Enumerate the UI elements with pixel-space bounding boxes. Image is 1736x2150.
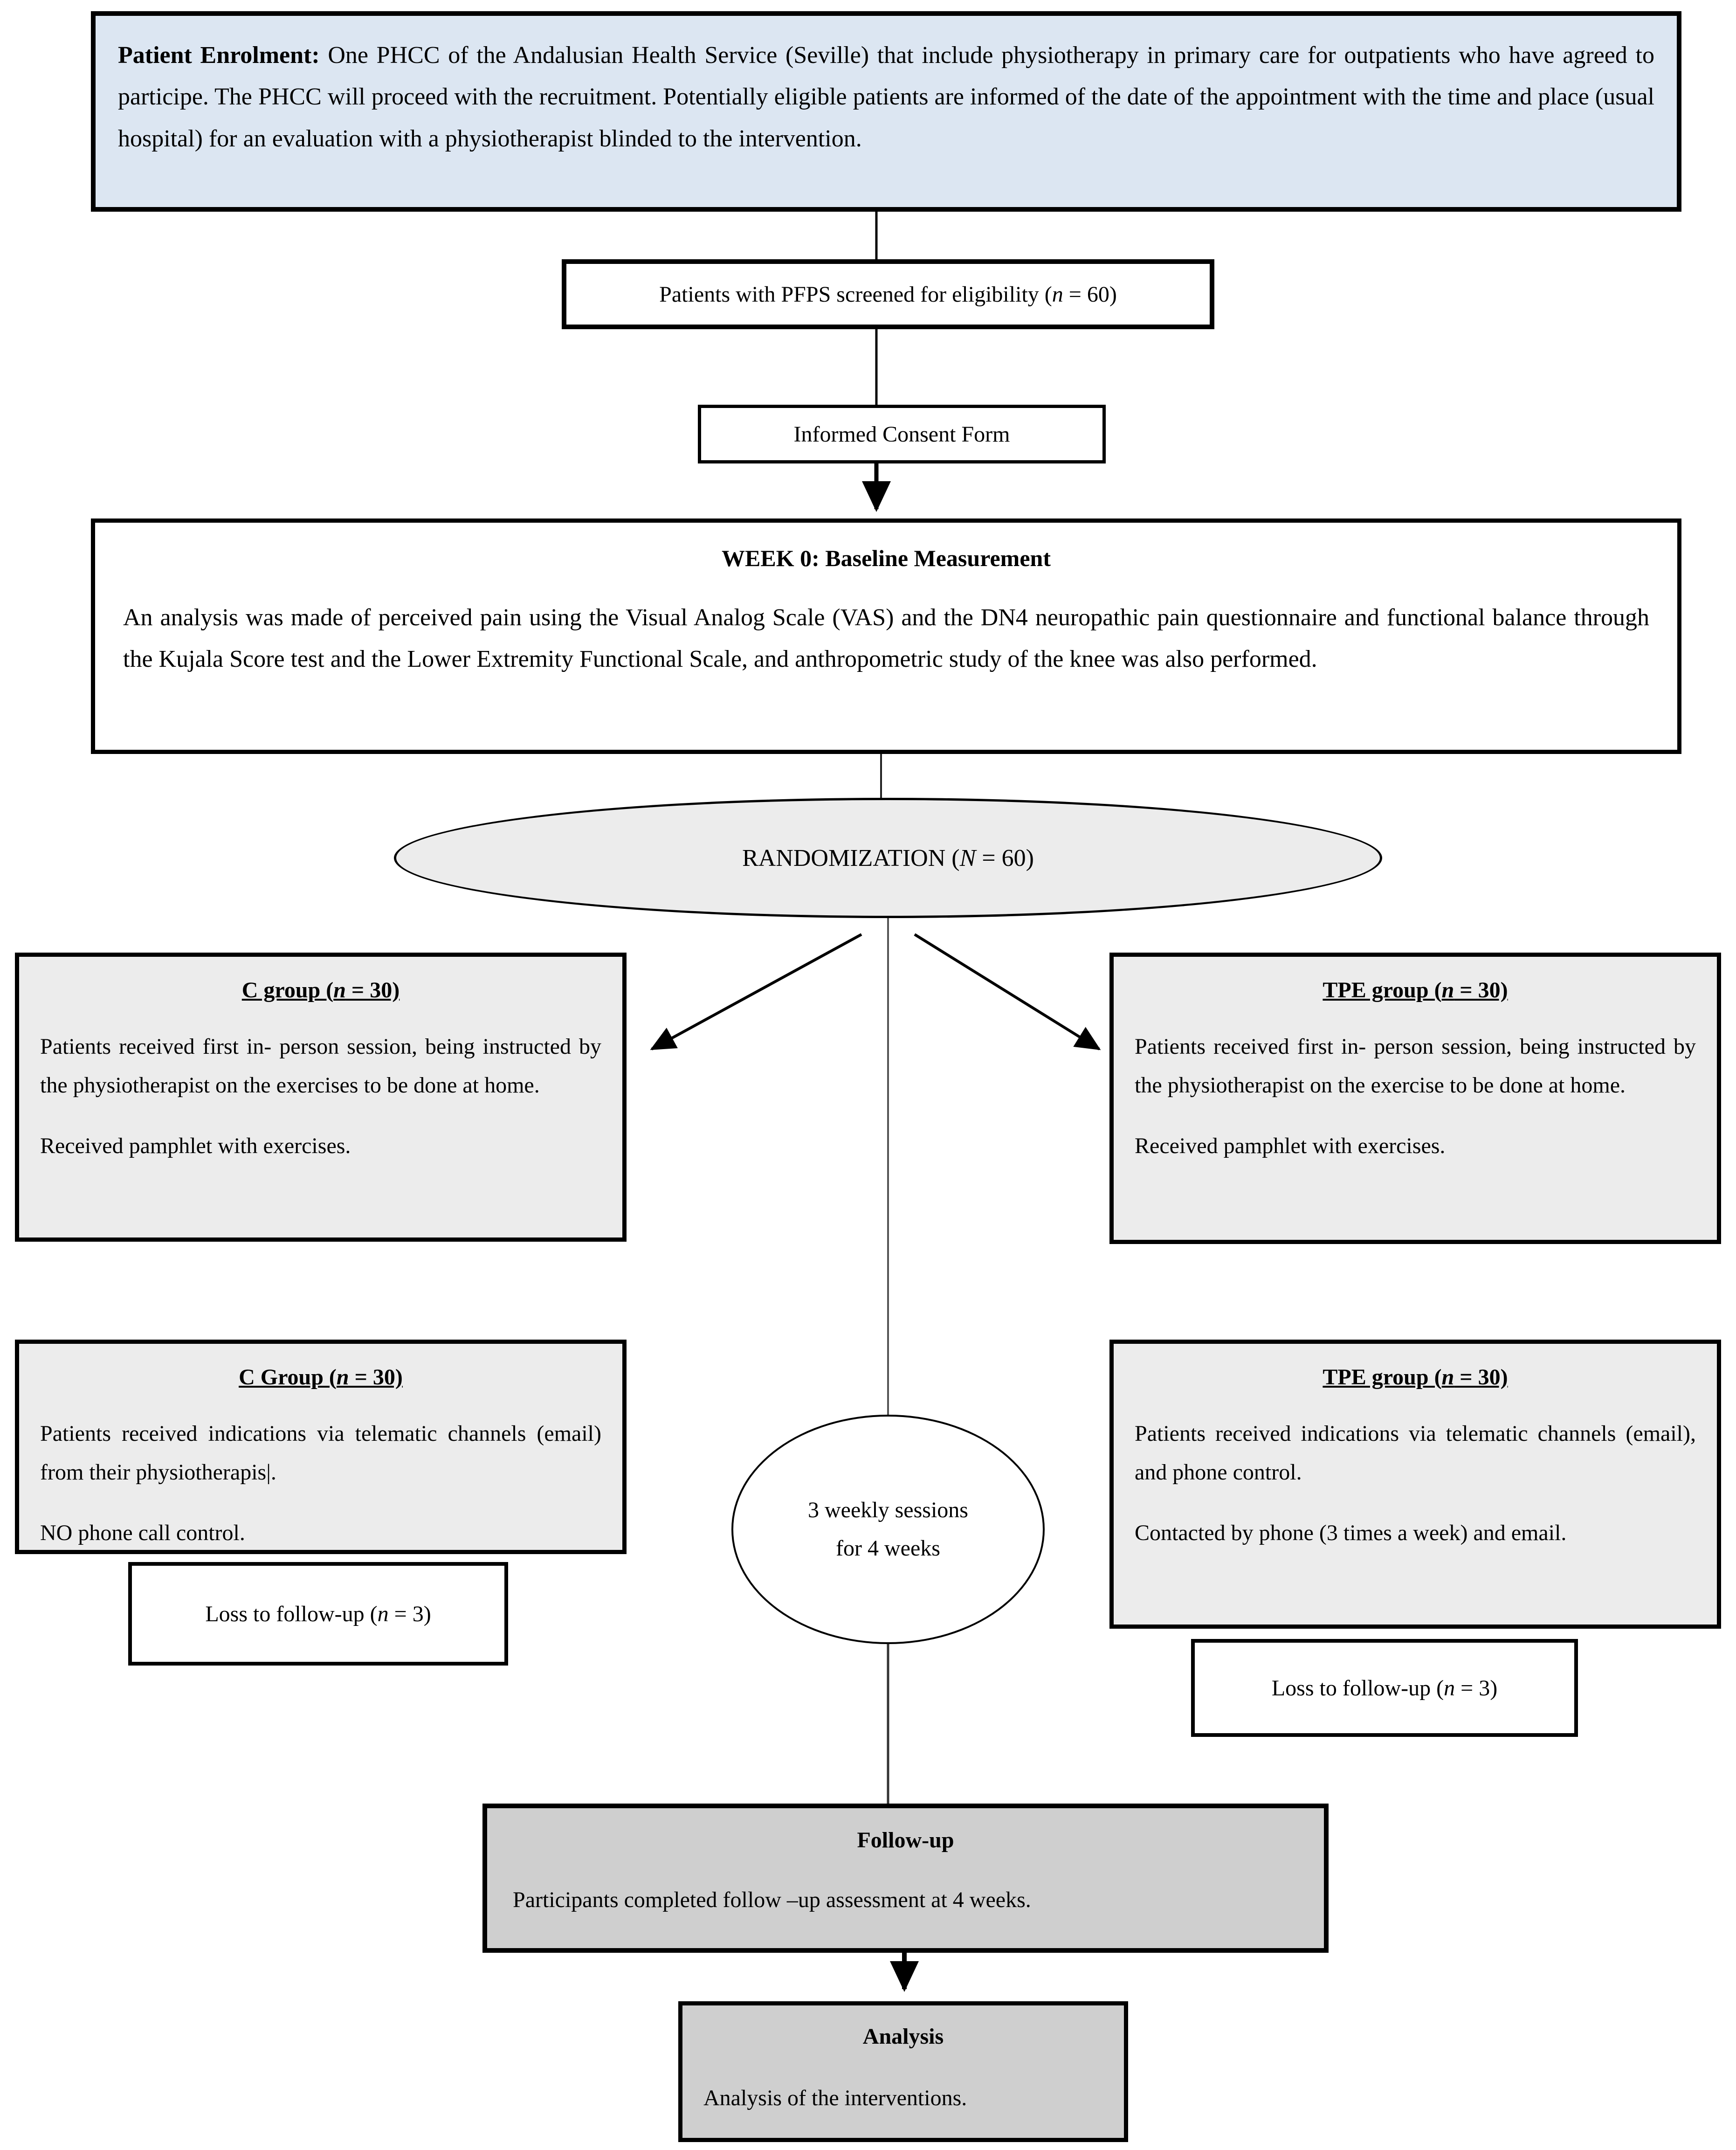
randomization-label: RANDOMIZATION (N = 60) <box>742 844 1034 871</box>
week0-body: An analysis was made of perceived pain u… <box>123 604 1649 673</box>
consent-label: Informed Consent Form <box>793 422 1010 447</box>
tpe-group-box-2: TPE group (n = 30) Patients received ind… <box>1109 1340 1721 1629</box>
enrolment-body: One PHCC of the Andalusian Health Servic… <box>118 42 1654 152</box>
screening-box: Patients with PFPS screened for eligibil… <box>562 259 1214 329</box>
c-group-1-title: C group (n = 30) <box>241 978 400 1002</box>
loss-followup-box-right: Loss to follow-up (n = 3) <box>1191 1639 1578 1737</box>
c-group-box-1: C group (n = 30) Patients received first… <box>15 953 627 1242</box>
tpe-group-2-paragraph: Patients received indications via telema… <box>1135 1421 1696 1485</box>
loss-followup-box-left: Loss to follow-up (n = 3) <box>128 1562 508 1666</box>
analysis-title: Analysis <box>862 2024 944 2049</box>
c-group-2-paragraph: Patients received indications via telema… <box>40 1421 601 1485</box>
arrow-randomization-tpe-group <box>914 933 1101 1051</box>
c-group-box-2: C Group (n = 30) Patients received indic… <box>15 1340 627 1554</box>
loss-right-label: Loss to follow-up (n = 3) <box>1271 1675 1498 1701</box>
screening-label: Patients with PFPS screened for eligibil… <box>659 282 1117 307</box>
tpe-group-2-paragraph: Contacted by phone (3 times a week) and … <box>1135 1521 1567 1546</box>
week0-title: WEEK 0: Baseline Measurement <box>722 545 1051 571</box>
loss-left-label: Loss to follow-up (n = 3) <box>205 1601 431 1626</box>
week0-box: WEEK 0: Baseline Measurement An analysis… <box>91 518 1681 754</box>
analysis-box: Analysis Analysis of the interventions. <box>678 2001 1128 2142</box>
tpe-group-1-paragraph: Patients received first in- person sessi… <box>1135 1034 1696 1098</box>
followup-title: Follow-up <box>857 1828 954 1853</box>
sessions-label: 3 weekly sessions for 4 weeks <box>808 1498 968 1561</box>
followup-body: Participants completed follow –up assess… <box>513 1887 1031 1912</box>
enrolment-box: Patient Enrolment: One PHCC of the Andal… <box>91 11 1681 212</box>
c-group-2-title: C Group (n = 30) <box>239 1365 403 1390</box>
c-group-1-paragraph: Patients received first in- person sessi… <box>40 1034 601 1098</box>
tpe-group-box-1: TPE group (n = 30) Patients received fir… <box>1109 953 1721 1244</box>
c-group-1-paragraph: Received pamphlet with exercises. <box>40 1134 351 1159</box>
followup-box: Follow-up Participants completed follow … <box>482 1804 1329 1953</box>
sessions-circle: 3 weekly sessions for 4 weeks <box>731 1415 1045 1644</box>
consent-box: Informed Consent Form <box>698 405 1106 463</box>
analysis-body: Analysis of the interventions. <box>703 2085 967 2110</box>
enrolment-lead: Patient Enrolment: <box>118 42 320 69</box>
randomization-ellipse: RANDOMIZATION (N = 60) <box>394 798 1382 918</box>
tpe-group-1-paragraph: Received pamphlet with exercises. <box>1135 1134 1446 1159</box>
tpe-group-2-title: TPE group (n = 30) <box>1323 1365 1508 1390</box>
c-group-2-paragraph: NO phone call control. <box>40 1521 245 1546</box>
tpe-group-1-title: TPE group (n = 30) <box>1323 978 1508 1002</box>
arrow-randomization-c-group <box>650 933 862 1051</box>
